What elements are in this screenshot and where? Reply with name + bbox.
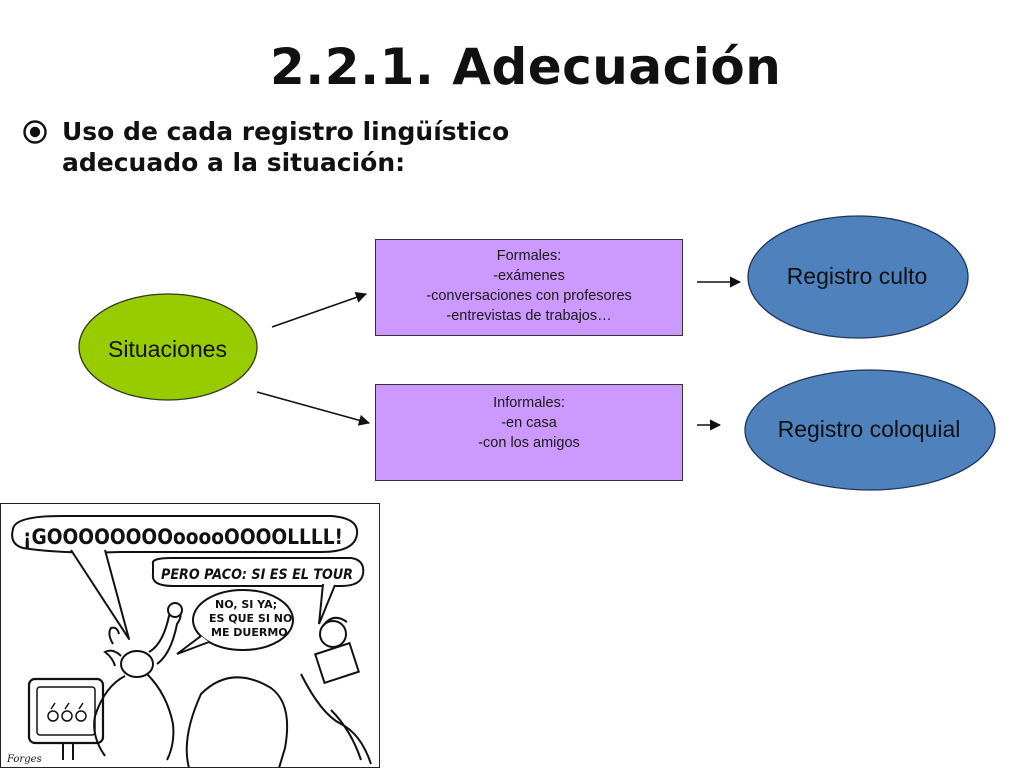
comic-drawing: ¡GOOOOOOOOooooOOOOLLLL! PERO PACO: SI ES… <box>6 515 372 767</box>
informales-box: Informales: -en casa -con los amigos <box>375 384 683 481</box>
informales-item: -con los amigos <box>478 435 580 451</box>
artist-signature: Forges <box>6 754 42 765</box>
informales-heading: Informales: <box>493 395 565 411</box>
speech-second-text: PERO PACO: SI ES EL TOUR <box>161 567 353 583</box>
speech-balloon-third <box>192 589 294 651</box>
situaciones-ellipse <box>78 293 258 401</box>
comic-cartoon: ¡GOOOOOOOOooooOOOOLLLL! PERO PACO: SI ES… <box>0 503 380 768</box>
diagram-canvas <box>78 215 996 491</box>
registro-culto-label: Registro culto <box>786 263 928 289</box>
speech-third-line1: NO, SI YA; <box>215 598 277 611</box>
speech-third-line2: ES QUE SI NO <box>209 612 292 625</box>
bullet-text: Uso de cada registro lingüístico adecuad… <box>62 116 509 178</box>
registro-culto-ellipse <box>747 215 969 339</box>
speech-third-line3: ME DUERMO <box>211 626 288 639</box>
bullet-line-1: Uso de cada registro lingüístico <box>62 117 510 146</box>
situaciones-label: Situaciones <box>108 336 227 362</box>
formales-item: -conversaciones con profesores <box>426 288 632 304</box>
armchair-icon <box>185 676 289 767</box>
speech-tail-third <box>176 635 210 655</box>
speech-tail-main <box>70 549 130 640</box>
formales-item: -entrevistas de trabajos… <box>446 308 612 324</box>
arrow-to-informal <box>256 391 371 426</box>
arrow-to-formal <box>271 292 368 328</box>
speech-tail-second <box>318 583 336 625</box>
formales-item: -exámenes <box>493 268 565 284</box>
speech-balloon-second <box>151 557 365 587</box>
speech-main-text: ¡GOOOOOOOOooooOOOOLLLL! <box>23 525 343 549</box>
formales-box: Formales: -exámenes -conversaciones con … <box>375 239 683 336</box>
speech-balloon-main <box>11 515 359 554</box>
informales-item: -en casa <box>501 415 557 431</box>
woman-reading-figure <box>300 616 372 765</box>
circle-bullet-icon <box>23 120 47 144</box>
formales-heading: Formales: <box>496 248 562 264</box>
bullet-item: Uso de cada registro lingüístico adecuad… <box>22 116 542 178</box>
registro-coloquial-label: Registro coloquial <box>777 416 961 442</box>
television-icon <box>27 677 105 760</box>
cheering-man-figure <box>93 602 183 761</box>
slide-title: 2.2.1. Adecuación <box>270 38 782 96</box>
bullet-line-2: adecuado a la situación: <box>62 148 406 177</box>
registro-coloquial-ellipse <box>744 369 996 491</box>
